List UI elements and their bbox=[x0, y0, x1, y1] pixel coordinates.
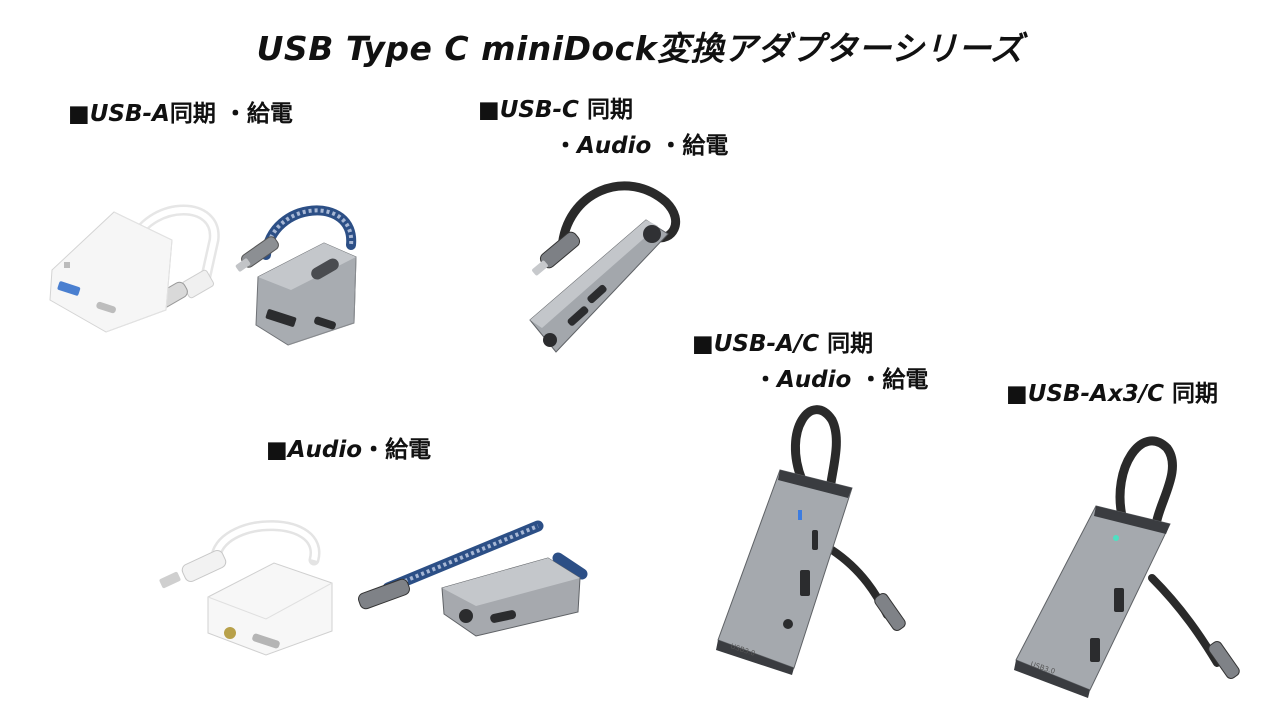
label-line2: ・Audio ・給電 bbox=[478, 128, 728, 164]
group-label-usbac-audio-power: ■USB-A/C 同期 ・Audio ・給電 bbox=[692, 326, 928, 398]
group-label-usba-power: ■USB-A同期 ・給電 bbox=[68, 96, 293, 132]
label-jp: 同期 bbox=[1163, 381, 1218, 407]
label-jp-2: ・給電 bbox=[651, 133, 729, 159]
group-label-audio-power: ■Audio・給電 bbox=[266, 432, 431, 468]
label-line2: ・Audio ・給電 bbox=[692, 362, 928, 398]
bullet: ■ bbox=[1006, 381, 1028, 407]
product-gray-usbax3c-hub: USB3.0 bbox=[1012, 428, 1242, 698]
bullet: ■ bbox=[68, 101, 90, 127]
label-en-2: Audio bbox=[777, 367, 852, 393]
product-gray-usbac-hub: USB3.0 bbox=[712, 400, 922, 675]
product-white-usba-adapter bbox=[44, 200, 234, 340]
product-white-audio-adapter bbox=[156, 515, 346, 656]
label-jp: ・給電 bbox=[362, 437, 432, 463]
label-jp: 同期 bbox=[819, 331, 874, 357]
product-gray-usba-adapter bbox=[235, 195, 396, 346]
label-en-2: Audio bbox=[577, 133, 652, 159]
bullet: ■ bbox=[478, 97, 500, 123]
group-label-usbax3c: ■USB-Ax3/C 同期 bbox=[1006, 376, 1218, 412]
label-prefix: ・ bbox=[754, 367, 777, 393]
group-label-usbc-audio-power: ■USB-C 同期 ・Audio ・給電 bbox=[478, 92, 728, 164]
label-en: USB-A/C bbox=[713, 331, 820, 357]
label-en: USB-Ax3/C bbox=[1027, 381, 1164, 407]
label-jp: 同期 ・給電 bbox=[169, 101, 293, 127]
page-title: USB Type C miniDock変換アダプターシリーズ bbox=[256, 29, 1024, 68]
label-en: Audio bbox=[287, 437, 363, 463]
label-en: USB-A bbox=[89, 101, 170, 127]
product-gray-audio-adapter bbox=[358, 518, 598, 638]
bullet: ■ bbox=[692, 331, 714, 357]
label-jp-2: ・給電 bbox=[851, 367, 929, 393]
label-en: USB-C bbox=[499, 97, 579, 123]
label-prefix: ・ bbox=[554, 133, 577, 159]
product-gray-usbc-stick-adapter bbox=[526, 172, 696, 362]
label-jp: 同期 bbox=[578, 97, 633, 123]
bullet: ■ bbox=[266, 437, 288, 463]
